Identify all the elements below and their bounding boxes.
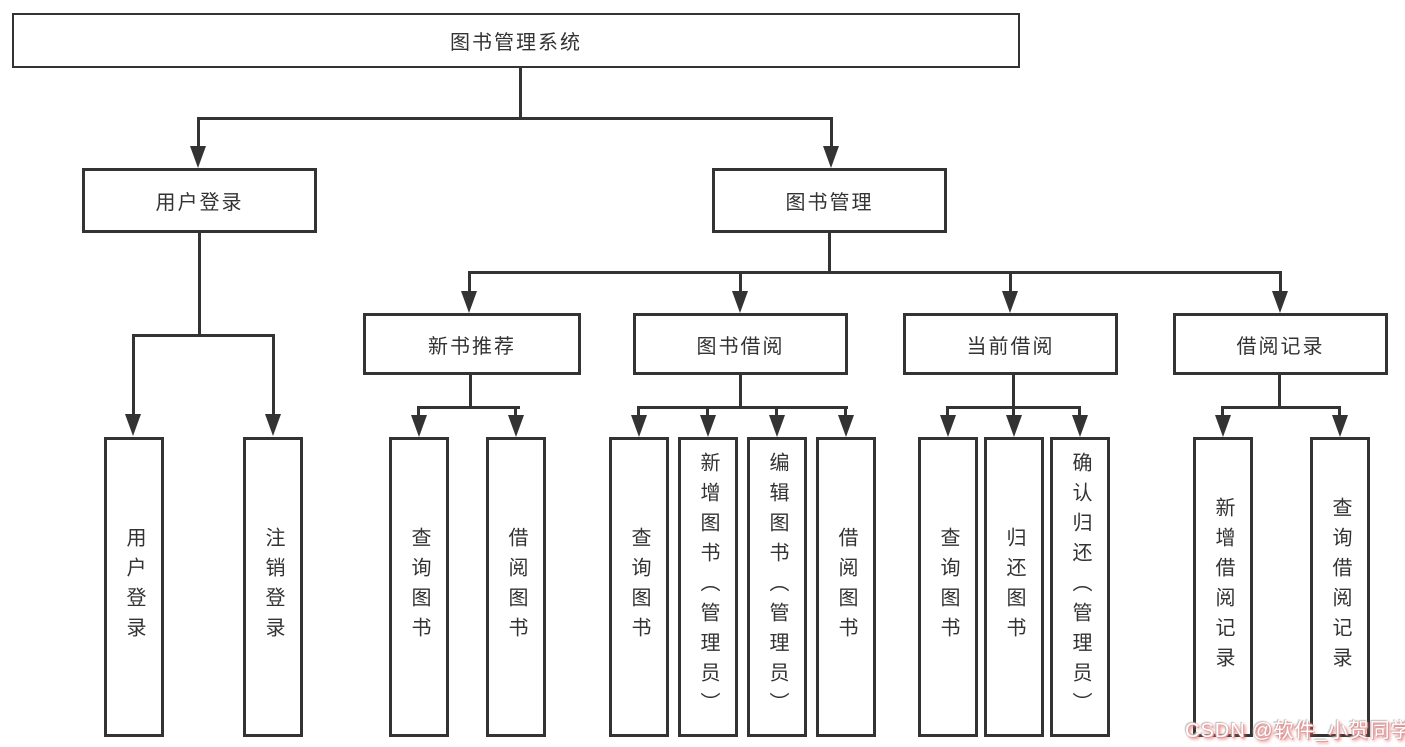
connector-bookmgmt-stub-2 bbox=[739, 271, 742, 293]
connector-userlogin-stub-right bbox=[272, 334, 275, 416]
arrow-down-icon bbox=[823, 146, 839, 168]
connector-g1-stub-1 bbox=[417, 406, 420, 418]
arrow-down-icon bbox=[190, 146, 206, 168]
arrow-down-icon bbox=[508, 415, 524, 437]
connector-g4-stub-2 bbox=[1338, 406, 1341, 418]
node-new-book-recommend: 新书推荐 bbox=[363, 313, 581, 375]
connector-root-stub-left bbox=[197, 117, 200, 148]
arrow-down-icon bbox=[769, 415, 785, 437]
arrow-down-icon bbox=[732, 291, 748, 313]
leaf-edit-books-admin: 编辑图书（管理员） bbox=[747, 437, 807, 737]
connector-g2-vertical bbox=[739, 374, 742, 409]
connector-g2-horizontal bbox=[637, 406, 848, 409]
connector-g4-vertical bbox=[1278, 374, 1281, 409]
csdn-watermark: CSDN @软件_小贺同学 bbox=[1185, 720, 1405, 742]
connector-bookmgmt-stub-4 bbox=[1279, 271, 1282, 293]
connector-g1-stub-2 bbox=[514, 406, 517, 418]
leaf-logout: 注销登录 bbox=[243, 437, 303, 737]
arrow-down-icon bbox=[940, 415, 956, 437]
leaf-query-books-current: 查询图书 bbox=[918, 437, 978, 737]
connector-g2-stub-3 bbox=[775, 406, 778, 418]
leaf-query-borrow-record: 查询借阅记录 bbox=[1310, 437, 1370, 737]
leaf-return-books: 归还图书 bbox=[984, 437, 1044, 737]
connector-userlogin-horizontal bbox=[132, 334, 275, 337]
connector-g2-stub-1 bbox=[637, 406, 640, 418]
arrow-down-icon bbox=[1072, 415, 1088, 437]
leaf-add-borrow-record: 新增借阅记录 bbox=[1193, 437, 1253, 737]
connector-bookmgmt-vertical bbox=[828, 232, 831, 274]
leaf-borrow-books: 借阅图书 bbox=[816, 437, 876, 737]
node-borrow-records: 借阅记录 bbox=[1173, 313, 1388, 375]
connector-root-horizontal bbox=[197, 117, 833, 120]
connector-root-stub-right bbox=[830, 117, 833, 148]
node-current-borrow: 当前借阅 bbox=[903, 313, 1118, 375]
connector-g2-stub-4 bbox=[844, 406, 847, 418]
leaf-add-books-admin: 新增图书（管理员） bbox=[678, 437, 738, 737]
arrow-down-icon bbox=[411, 415, 427, 437]
connector-g3-stub-1 bbox=[946, 406, 949, 418]
arrow-down-icon bbox=[265, 414, 281, 436]
arrow-down-icon bbox=[461, 291, 477, 313]
arrow-down-icon bbox=[1215, 415, 1231, 437]
node-book-management: 图书管理 bbox=[712, 168, 947, 233]
connector-userlogin-stub-left bbox=[132, 334, 135, 416]
arrow-down-icon bbox=[1332, 415, 1348, 437]
connector-root-vertical bbox=[519, 67, 522, 118]
arrow-down-icon bbox=[1002, 291, 1018, 313]
connector-g4-horizontal bbox=[1221, 406, 1341, 409]
connector-g2-stub-2 bbox=[706, 406, 709, 418]
arrow-down-icon bbox=[1272, 291, 1288, 313]
arrow-down-icon bbox=[700, 415, 716, 437]
node-book-borrow: 图书借阅 bbox=[633, 313, 848, 375]
leaf-query-books-recommend: 查询图书 bbox=[389, 437, 449, 737]
connector-g1-vertical bbox=[469, 374, 472, 409]
arrow-down-icon bbox=[125, 414, 141, 436]
connector-bookmgmt-horizontal bbox=[468, 271, 1282, 274]
leaf-borrow-books-recommend: 借阅图书 bbox=[486, 437, 546, 737]
connector-g3-stub-3 bbox=[1078, 406, 1081, 418]
arrow-down-icon bbox=[631, 415, 647, 437]
arrow-down-icon bbox=[838, 415, 854, 437]
connector-bookmgmt-stub-3 bbox=[1009, 271, 1012, 293]
leaf-user-login: 用户登录 bbox=[104, 437, 164, 737]
node-root: 图书管理系统 bbox=[12, 13, 1020, 68]
node-user-login: 用户登录 bbox=[82, 168, 317, 233]
connector-bookmgmt-stub-1 bbox=[468, 271, 471, 293]
connector-g3-vertical bbox=[1012, 374, 1015, 409]
connector-g3-stub-2 bbox=[1012, 406, 1015, 418]
arrow-down-icon bbox=[1006, 415, 1022, 437]
connector-g4-stub-1 bbox=[1221, 406, 1224, 418]
connector-g1-horizontal bbox=[417, 406, 520, 409]
leaf-query-books-borrow: 查询图书 bbox=[609, 437, 669, 737]
leaf-confirm-return-admin: 确认归还（管理员） bbox=[1050, 437, 1110, 737]
connector-userlogin-vertical bbox=[198, 232, 201, 337]
